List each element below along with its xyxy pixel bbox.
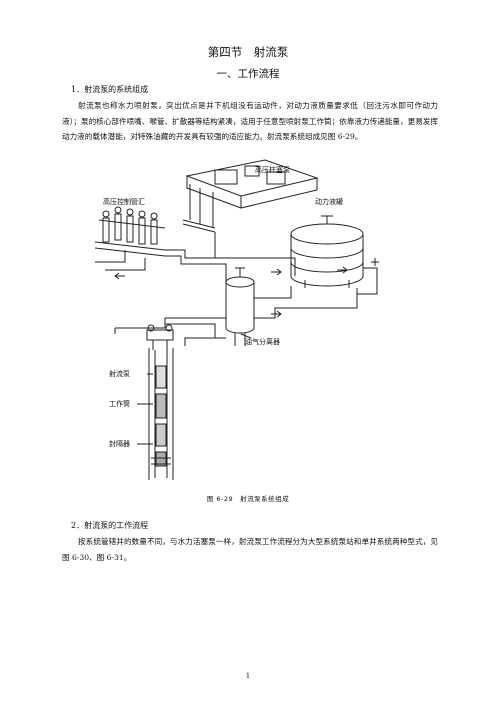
label-work-barrel: 工作筒	[109, 399, 130, 408]
system-diagram: 高压柱塞泵 高压控制管汇 动力液罐 油气分离器 射流泵 工作筒 封隔器	[94, 159, 379, 480]
label-jet-pump: 射流泵	[109, 369, 130, 378]
power-fluid-tank	[290, 215, 364, 288]
label-packer: 封隔器	[109, 439, 130, 448]
figure-caption: 图 6-29 射流泵系统组成	[206, 495, 290, 503]
label-tank: 动力液罐	[315, 197, 343, 206]
section-title: 第四节 射流泵	[207, 45, 289, 59]
oil-gas-separator	[225, 267, 255, 346]
sub-title: 一、工作流程	[216, 68, 280, 80]
paragraph-system-composition: 射流泵也称水力喷射泵，突出优点是井下机组没有运动件，对动力液质量要求低（回注污水…	[62, 101, 438, 141]
label-pump: 高压柱塞泵	[255, 165, 290, 174]
pump-skid	[185, 159, 319, 197]
heading-system-composition: 1．射流泵的系统组成	[71, 85, 149, 94]
wellhead	[146, 324, 174, 350]
label-manifold: 高压控制管汇	[103, 197, 145, 206]
page-number: 1	[245, 672, 251, 680]
label-separator: 油气分离器	[245, 337, 280, 346]
manifold-cluster	[94, 206, 166, 257]
heading-workflow: 2．射流泵的工作流程	[71, 521, 149, 530]
paragraph-workflow: 按系统管辖井的数量不同，与水力活塞泵一样，射流泵工作流程分为大型系统泵站和单井系…	[62, 537, 438, 562]
pump-motor	[214, 169, 238, 185]
wellbore	[148, 348, 174, 480]
figure-jet-pump-system: 高压柱塞泵 高压控制管汇 动力液罐 油气分离器 射流泵 工作筒 封隔器	[94, 158, 395, 483]
